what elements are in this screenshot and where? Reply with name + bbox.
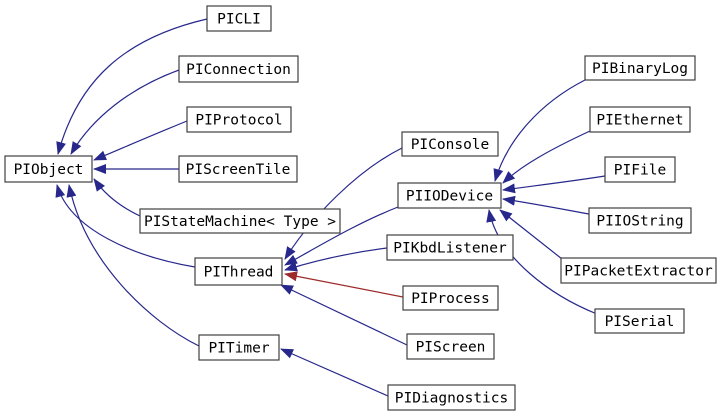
node-pifile[interactable]: PIFile <box>604 156 676 183</box>
node-piobject[interactable]: PIObject <box>4 155 93 183</box>
node-piconnection[interactable]: PIConnection <box>178 55 299 83</box>
edge-pifile-to-piiodevice <box>502 175 606 194</box>
node-piserial-box <box>594 308 685 334</box>
node-pithread-box <box>194 257 283 286</box>
node-piconsole-box <box>401 131 499 157</box>
node-pibinarylog-label: PIBinaryLog <box>592 61 688 77</box>
node-piobject-box <box>4 155 93 183</box>
node-picli-box <box>206 5 272 32</box>
node-pitimer[interactable]: PITimer <box>198 334 280 361</box>
node-pibinarylog[interactable]: PIBinaryLog <box>584 55 696 81</box>
edge-pipacketextractor-to-piiodevice <box>499 209 563 260</box>
node-piscreen[interactable]: PIScreen <box>406 333 495 360</box>
node-pipacketextractor-box <box>560 257 717 284</box>
node-pibinarylog-box <box>584 55 696 81</box>
node-piprotocol[interactable]: PIProtocol <box>186 106 292 133</box>
edge-piserial-to-piiodevice <box>486 209 598 315</box>
node-pistatemachine[interactable]: PIStateMachine< Type > <box>139 208 341 234</box>
node-piconnection-box <box>178 55 299 83</box>
node-piiodevice-box <box>397 182 502 209</box>
node-piethernet-label: PIEthernet <box>596 113 683 129</box>
node-pidiagnostics-label: PIDiagnostics <box>395 391 509 407</box>
edge-pibinarylog-to-piiodevice <box>493 79 586 182</box>
edge-piconsole-to-pithread <box>284 147 403 260</box>
node-piserial-label: PISerial <box>605 314 675 330</box>
edge-pikbdlistener-to-pithread <box>284 247 388 272</box>
node-piconsole[interactable]: PIConsole <box>401 131 499 157</box>
node-piprotocol-label: PIProtocol <box>195 113 282 129</box>
node-piconnection-label: PIConnection <box>186 62 291 78</box>
node-piprocess-label: PIProcess <box>411 291 490 307</box>
node-piscreen-label: PIScreen <box>416 340 486 356</box>
node-piethernet[interactable]: PIEthernet <box>589 106 691 133</box>
node-piobject-label: PIObject <box>14 162 84 178</box>
node-pitimer-label: PITimer <box>208 341 269 357</box>
node-pidiagnostics-box <box>387 384 516 411</box>
node-piprocess-box <box>402 285 499 311</box>
node-pifile-label: PIFile <box>614 163 666 179</box>
edge-piiostring-to-piiodevice <box>502 195 590 215</box>
edge-piscreen-to-pithread <box>280 284 408 346</box>
node-piscreentile[interactable]: PIScreenTile <box>178 155 298 183</box>
edges <box>55 18 606 397</box>
edge-piconnection-to-piobject <box>70 69 180 155</box>
edge-pidiagnostics-to-pitimer <box>280 348 389 397</box>
node-pikbdlistener[interactable]: PIKbdListener <box>386 234 514 261</box>
node-piiostring-label: PIIOString <box>596 214 683 230</box>
node-pipacketextractor[interactable]: PIPacketExtractor <box>560 257 717 284</box>
node-piconsole-label: PIConsole <box>411 137 490 153</box>
node-pithread-label: PIThread <box>204 265 274 281</box>
node-piscreentile-box <box>178 155 298 183</box>
node-pidiagnostics[interactable]: PIDiagnostics <box>387 384 516 411</box>
node-piscreen-box <box>406 333 495 360</box>
node-pifile-box <box>604 156 676 183</box>
node-piprocess[interactable]: PIProcess <box>402 285 499 311</box>
node-piserial[interactable]: PISerial <box>594 308 685 334</box>
node-pithread[interactable]: PIThread <box>194 257 283 286</box>
node-piscreentile-label: PIScreenTile <box>186 162 291 178</box>
edge-pithread-to-piobject <box>55 184 196 268</box>
edge-piethernet-to-piiodevice <box>502 130 591 184</box>
nodes: PIObject PICLI PIConnection PIProtocol P… <box>4 5 717 411</box>
node-picli-label: PICLI <box>217 12 261 28</box>
edge-picli-to-piobject <box>56 18 208 155</box>
node-pitimer-box <box>198 334 280 361</box>
node-pipacketextractor-label: PIPacketExtractor <box>564 264 713 280</box>
edge-pitimer-to-piobject <box>66 184 200 347</box>
node-pistatemachine-box <box>139 208 341 234</box>
edge-piprocess-to-pithread <box>284 271 404 298</box>
node-piprotocol-box <box>186 106 292 133</box>
node-pikbdlistener-box <box>386 234 514 261</box>
node-piiodevice-label: PIIODevice <box>406 189 493 205</box>
edge-piprotocol-to-piobject <box>93 120 188 161</box>
edge-piiodevice-to-pithread <box>284 206 399 266</box>
node-pistatemachine-label: PIStateMachine< Type > <box>144 214 336 230</box>
node-piiodevice[interactable]: PIIODevice <box>397 182 502 209</box>
node-picli[interactable]: PICLI <box>206 5 272 32</box>
node-piiostring[interactable]: PIIOString <box>588 207 692 234</box>
node-piiostring-box <box>588 207 692 234</box>
node-pikbdlistener-label: PIKbdListener <box>393 241 507 257</box>
node-piethernet-box <box>589 106 691 133</box>
edge-pistatemachine-to-piobject <box>93 178 141 217</box>
